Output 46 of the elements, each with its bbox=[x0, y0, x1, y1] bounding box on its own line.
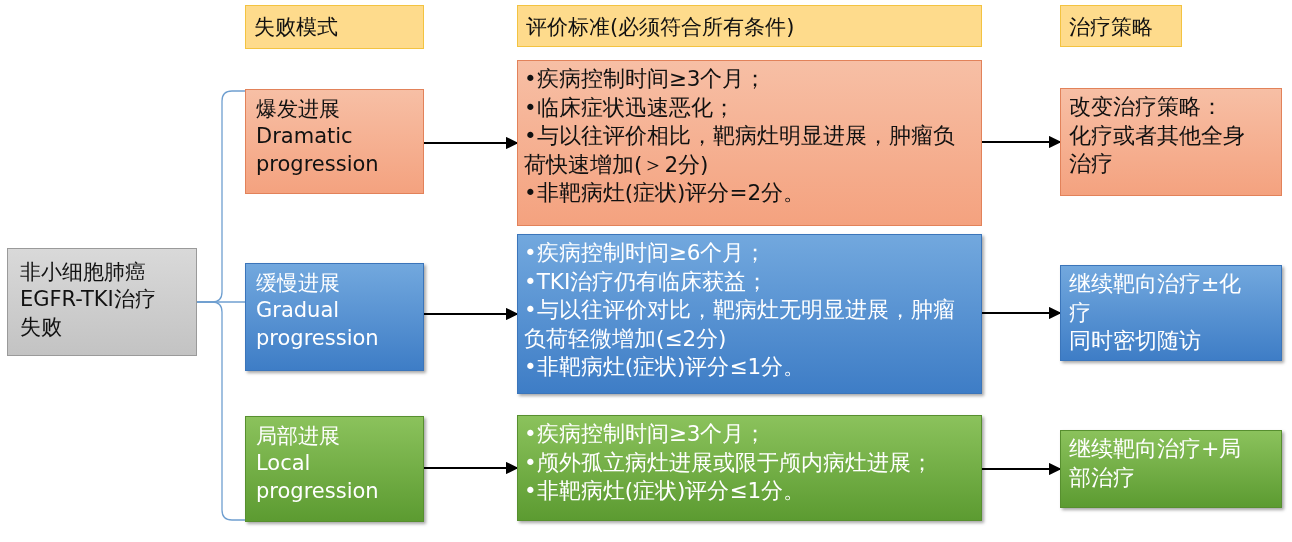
criteria-item: •与以往评价对比，靶病灶无明显进展，肿瘤负荷轻微增加(≤2分) bbox=[524, 296, 956, 353]
criteria-box bbox=[517, 415, 982, 521]
criteria-item: •疾病控制时间≥6个月； bbox=[524, 239, 768, 267]
mode-text: Local progression bbox=[256, 450, 380, 505]
strategy-box bbox=[1060, 88, 1282, 196]
column-header bbox=[1060, 5, 1182, 47]
progression-box bbox=[245, 416, 424, 522]
criteria-box bbox=[517, 60, 982, 226]
criteria-item: •非靶病灶(症状)评分≤1分。 bbox=[524, 353, 807, 382]
arrow bbox=[423, 461, 519, 475]
mode-text: 局部进展 bbox=[256, 423, 341, 450]
criteria-item: •TKI治疗仍有临床获益； bbox=[524, 267, 770, 296]
arrow bbox=[423, 136, 519, 150]
criteria-box bbox=[517, 234, 982, 394]
arrow bbox=[423, 307, 519, 321]
mode-text: 缓慢进展 bbox=[256, 270, 341, 297]
header-text: 评价标准(必须符合所有条件) bbox=[526, 14, 796, 41]
progression-box bbox=[245, 263, 424, 371]
header-text: 治疗策略 bbox=[1069, 14, 1154, 41]
criteria-item: •与以往评价相比，靶病灶明显进展，肿瘤负荷快速增加(＞2分) bbox=[524, 122, 956, 179]
criteria-item: •疾病控制时间≥3个月； bbox=[524, 65, 768, 93]
mode-text: Gradual progression bbox=[256, 297, 380, 352]
strategy-text: 继续靶向治疗+局部治疗 bbox=[1069, 435, 1243, 492]
brace-line bbox=[196, 301, 246, 521]
arrow bbox=[981, 462, 1062, 476]
criteria-item: •疾病控制时间≥3个月； bbox=[524, 420, 768, 448]
start-text: 非小细胞肺癌EGFR-TKI治疗失败 bbox=[20, 259, 157, 341]
strategy-text: 化疗或者其他全身治疗 bbox=[1069, 121, 1246, 179]
strategy-box bbox=[1060, 265, 1282, 361]
criteria-item: •非靶病灶(症状)评分=2分。 bbox=[524, 179, 807, 208]
criteria-item: •临床症状迅速恶化； bbox=[524, 93, 736, 122]
header-text: 失败模式 bbox=[254, 14, 339, 41]
criteria-item: •非靶病灶(症状)评分≤1分。 bbox=[524, 477, 807, 506]
mode-text: Dramatic progression bbox=[256, 123, 380, 178]
arrow bbox=[981, 306, 1062, 320]
criteria-item: •颅外孤立病灶进展或限于颅内病灶进展； bbox=[524, 448, 934, 477]
start-box bbox=[7, 248, 197, 356]
strategy-text: 改变治疗策略： bbox=[1069, 93, 1224, 121]
arrow bbox=[981, 135, 1062, 149]
strategy-text: 继续靶向治疗±化疗 bbox=[1069, 270, 1243, 327]
progression-box bbox=[245, 89, 424, 194]
mode-text: 爆发进展 bbox=[256, 96, 341, 123]
strategy-text: 同时密切随访 bbox=[1069, 327, 1202, 356]
column-header bbox=[245, 5, 424, 49]
strategy-box bbox=[1060, 430, 1282, 508]
column-header bbox=[517, 5, 982, 47]
